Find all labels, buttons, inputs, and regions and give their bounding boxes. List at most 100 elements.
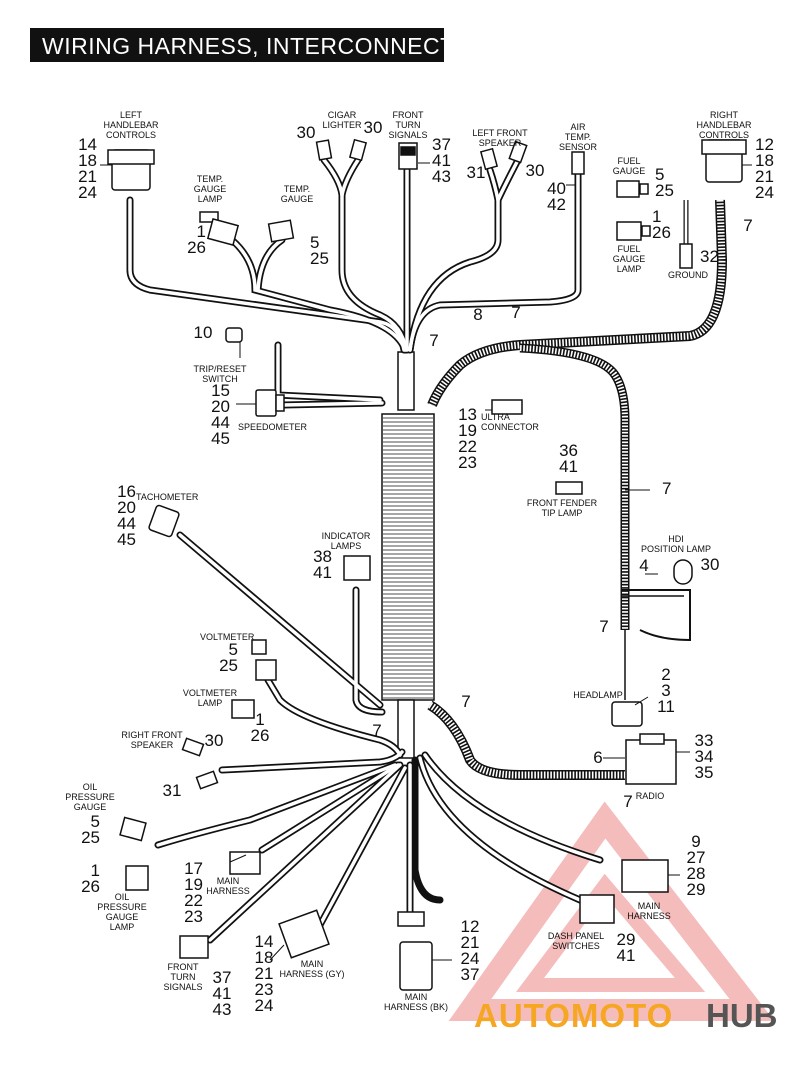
label-trip-reset-0: TRIP/RESET — [193, 364, 247, 374]
label-oil-pressure-gauge-0: OIL — [83, 782, 98, 792]
label-air-temp-0: AIR — [570, 122, 586, 132]
callout-temp-gauge-1: 25 — [310, 249, 329, 268]
callout-radio-2: 35 — [695, 763, 714, 782]
label-oil-pressure-gauge-lamp-0: OIL — [115, 892, 130, 902]
callout-right-handlebar-2: 21 — [755, 167, 774, 186]
label-oil-pressure-gauge-1: PRESSURE — [65, 792, 115, 802]
indicator-lamps-connector — [343, 555, 371, 581]
callout-clip-hdi-bracket-0: 7 — [599, 617, 608, 636]
callout-dash-panel-1: 41 — [617, 946, 636, 965]
callout-right-handlebar-3: 24 — [755, 183, 774, 202]
label-left-handlebar-1: HANDLEBAR — [103, 120, 159, 130]
callout-front-turn-signals-bottom-0: 37 — [213, 968, 232, 987]
callout-voltmeter-0: 5 — [229, 640, 238, 659]
label-voltmeter-lamp-0: VOLTMETER — [183, 688, 238, 698]
front-fender-connector — [555, 481, 583, 495]
callout-air-temp-1: 42 — [547, 195, 566, 214]
label-radio-0: RADIO — [636, 791, 665, 801]
callout-dash-panel-0: 29 — [617, 930, 636, 949]
diagram-title: WIRING HARNESS, INTERCONNECT — [42, 33, 455, 59]
label-ultra-connector-1: CONNECTOR — [481, 422, 539, 432]
connectors — [107, 138, 747, 991]
callout-main-harness-left-3: 23 — [184, 907, 203, 926]
callout-headlamp-0: 2 — [661, 665, 670, 684]
ground-connector — [679, 243, 693, 269]
callout-fuel-gauge-lamp-0: 1 — [652, 207, 661, 226]
callout-main-harness-right-1: 27 — [687, 848, 706, 867]
callout-radio-1: 34 — [695, 747, 714, 766]
callout-fuel-gauge-0: 5 — [655, 165, 664, 184]
callout-cigar-lighter-left-0: 30 — [297, 123, 316, 142]
label-right-handlebar-1: HANDLEBAR — [696, 120, 752, 130]
callout-right-front-speaker-bottom-0: 31 — [163, 781, 182, 800]
label-voltmeter-0: VOLTMETER — [200, 632, 255, 642]
fuel-gauge-connector — [616, 180, 640, 198]
title-bar: WIRING HARNESS, INTERCONNECT — [30, 28, 454, 62]
callout-main-harness-gy-0: 14 — [255, 932, 274, 951]
label-dash-panel-0: DASH PANEL — [548, 931, 604, 941]
callout-fuel-gauge-lamp-1: 26 — [652, 223, 671, 242]
callout-headlamp-2: 11 — [657, 697, 675, 716]
label-temp-gauge-lamp-0: TEMP. — [197, 174, 223, 184]
label-speedometer-0: SPEEDOMETER — [238, 422, 308, 432]
callout-main-harness-bk-0: 12 — [461, 917, 480, 936]
label-right-front-speaker-0: RIGHT FRONT — [121, 730, 183, 740]
harness-branches-bottom-inner — [156, 533, 602, 942]
callout-ultra-connector-1: 19 — [458, 421, 477, 440]
callout-clip-bottom-center-right-0: 7 — [461, 692, 470, 711]
callout-left-handlebar-0: 14 — [78, 135, 97, 154]
fuel-gauge-lamp-connector — [616, 221, 642, 241]
label-temp-gauge-1: GAUGE — [281, 194, 314, 204]
label-ultra-connector-0: ULTRA — [481, 412, 510, 422]
label-main-harness-left-0: MAIN — [217, 876, 240, 886]
right-speaker-connector-top — [181, 737, 205, 757]
callout-main-harness-right-3: 29 — [687, 880, 706, 899]
label-trip-reset-1: SWITCH — [202, 374, 238, 384]
callout-hdi-clip-0: 4 — [639, 556, 648, 575]
callout-radio-clip-0: 7 — [623, 792, 632, 811]
hdi-lamp — [673, 559, 693, 585]
label-left-handlebar-0: LEFT — [120, 110, 143, 120]
air-temp-connector — [571, 151, 585, 175]
label-fuel-gauge-lamp-1: GAUGE — [613, 254, 646, 264]
dash-panel-connector — [579, 894, 615, 924]
label-hdi-position-0: HDI — [668, 534, 684, 544]
label-main-harness-bk-0: MAIN — [405, 992, 428, 1002]
speaker-connector-left — [479, 147, 499, 171]
callout-indicator-lamps-0: 38 — [313, 547, 332, 566]
callout-tachometer-0: 16 — [117, 482, 136, 501]
callout-temp-gauge-0: 5 — [310, 233, 319, 252]
callout-main-harness-left-0: 17 — [184, 859, 203, 878]
main-bundle — [381, 351, 435, 759]
callout-ultra-connector-3: 23 — [458, 453, 477, 472]
harness-branches-top-inner — [128, 158, 580, 407]
callout-right-front-speaker-top-0: 30 — [205, 731, 224, 750]
label-fuel-gauge-lamp-2: LAMP — [617, 264, 642, 274]
label-voltmeter-lamp-1: LAMP — [198, 698, 223, 708]
callout-main-harness-right-0: 9 — [691, 832, 700, 851]
label-oil-pressure-gauge-lamp-1: PRESSURE — [97, 902, 147, 912]
callout-tachometer-2: 44 — [117, 514, 136, 533]
right-conduit — [427, 199, 728, 700]
label-oil-pressure-gauge-2: GAUGE — [74, 802, 107, 812]
callout-oil-pressure-gauge-1: 25 — [81, 828, 100, 847]
callout-front-fender-1: 41 — [559, 457, 578, 476]
callout-radio-screw-0: 6 — [593, 748, 602, 767]
voltmeter-connector — [251, 639, 267, 655]
callout-tachometer-1: 20 — [117, 498, 136, 517]
label-left-front-speaker-1: SPEAKER — [479, 138, 522, 148]
label-fuel-gauge-lamp-0: FUEL — [617, 244, 640, 254]
label-fuel-gauge-0: FUEL — [617, 156, 640, 166]
label-fuel-gauge-1: GAUGE — [613, 166, 646, 176]
callout-indicator-lamps-1: 41 — [313, 563, 332, 582]
label-main-harness-gy-0: MAIN — [301, 959, 324, 969]
callout-ultra-connector-2: 22 — [458, 437, 477, 456]
callout-ultra-connector-0: 13 — [458, 405, 477, 424]
callout-speedometer-3: 45 — [211, 429, 230, 448]
label-oil-pressure-gauge-lamp-3: LAMP — [110, 922, 135, 932]
label-front-turn-signals-bottom-2: SIGNALS — [163, 982, 202, 992]
callout-clip-top-right-0: 7 — [511, 303, 520, 322]
callout-front-turn-signals-bottom-1: 41 — [213, 984, 232, 1003]
label-front-turn-signals-top-2: SIGNALS — [388, 130, 427, 140]
callout-left-handlebar-3: 24 — [78, 183, 97, 202]
